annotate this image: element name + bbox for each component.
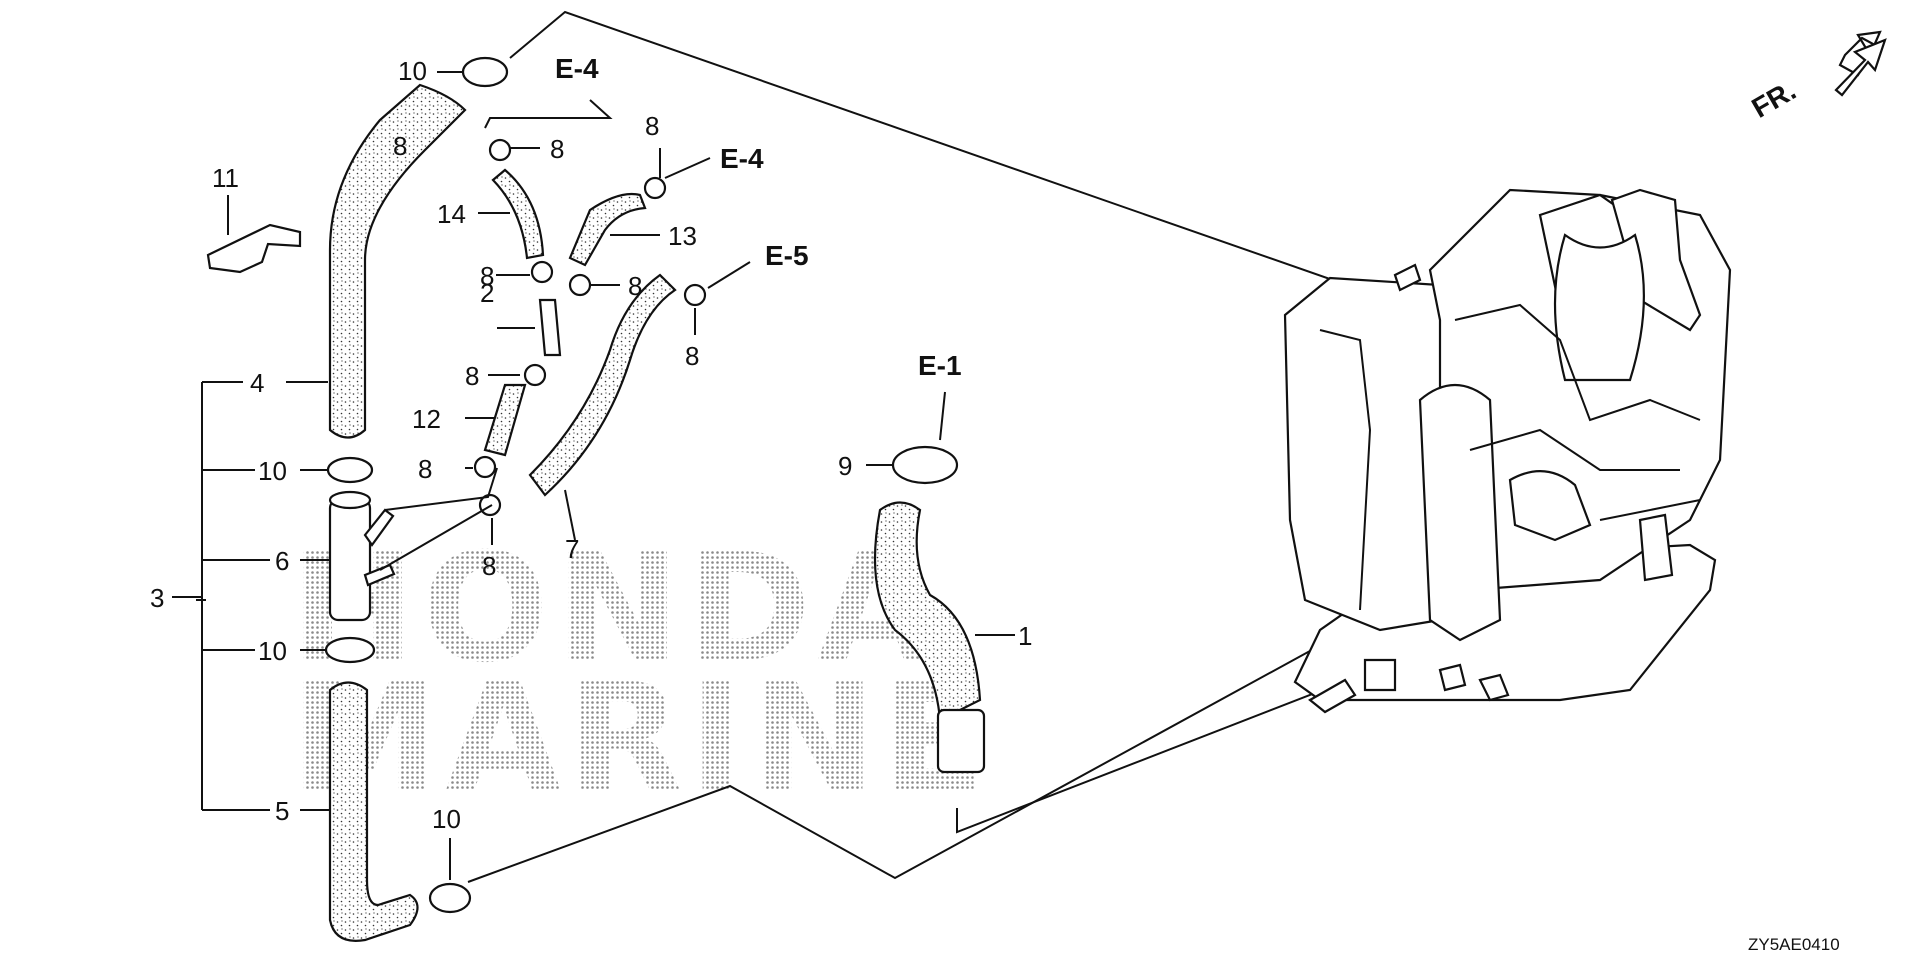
hose-1-end xyxy=(936,708,986,774)
ref-e1: E-1 xyxy=(918,350,962,381)
label-part-3: 3 xyxy=(150,583,164,613)
label-part-8-d: 8 xyxy=(628,271,642,301)
small-hose-14 xyxy=(491,168,545,260)
hose-7 xyxy=(528,273,677,497)
leader-lines xyxy=(196,10,1401,883)
front-indicator: FR. xyxy=(1747,30,1887,124)
clamp-9 xyxy=(891,445,959,485)
label-part-5: 5 xyxy=(275,796,289,826)
ref-e4-right: E-4 xyxy=(720,143,764,174)
label-part-8-a: 8 xyxy=(550,134,564,164)
upper-hose xyxy=(328,83,467,439)
label-part-10-b: 10 xyxy=(258,456,287,486)
watermark-line2: MARINE xyxy=(290,652,991,826)
ref-e4-top: E-4 xyxy=(555,53,599,84)
clip-bracket xyxy=(206,223,302,274)
label-part-8-i: 8 xyxy=(393,131,407,161)
label-leaders xyxy=(227,71,1015,880)
label-part-2: 2 xyxy=(480,278,494,308)
joint-2 xyxy=(538,298,562,357)
label-part-10-c: 10 xyxy=(258,636,287,666)
label-part-8-e: 8 xyxy=(685,341,699,371)
ref-e5: E-5 xyxy=(765,240,809,271)
diagram-code: ZY5AE0410 xyxy=(1748,935,1840,954)
label-part-8-h: 8 xyxy=(482,551,496,581)
watermark-line1: HONDA xyxy=(290,522,939,696)
engine-assembly xyxy=(1283,188,1732,714)
small-hose-13 xyxy=(568,192,647,267)
label-part-10-d: 10 xyxy=(432,804,461,834)
hose-joint xyxy=(328,490,396,622)
clamp-10-group xyxy=(324,56,509,914)
label-part-14: 14 xyxy=(437,199,466,229)
label-part-1: 1 xyxy=(1018,621,1032,651)
label-part-8-b: 8 xyxy=(645,111,659,141)
label-part-8-g: 8 xyxy=(418,454,432,484)
clamp-8-group xyxy=(473,138,707,517)
label-part-9: 9 xyxy=(838,451,852,481)
label-part-12: 12 xyxy=(412,404,441,434)
front-label: FR. xyxy=(1747,74,1802,123)
label-part-13: 13 xyxy=(668,221,697,251)
label-part-11: 11 xyxy=(212,163,239,193)
label-part-8-c: 8 xyxy=(480,261,494,291)
assembly-bracket xyxy=(172,381,330,811)
label-part-6: 6 xyxy=(275,546,289,576)
lower-hose xyxy=(328,681,419,942)
label-part-7: 7 xyxy=(565,534,579,564)
label-part-4: 4 xyxy=(250,368,264,398)
hose-1 xyxy=(873,501,982,722)
watermark: HONDA MARINE xyxy=(290,522,991,826)
small-hose-12 xyxy=(483,383,527,457)
label-part-10-a: 10 xyxy=(398,56,427,86)
label-part-8-f: 8 xyxy=(465,361,479,391)
